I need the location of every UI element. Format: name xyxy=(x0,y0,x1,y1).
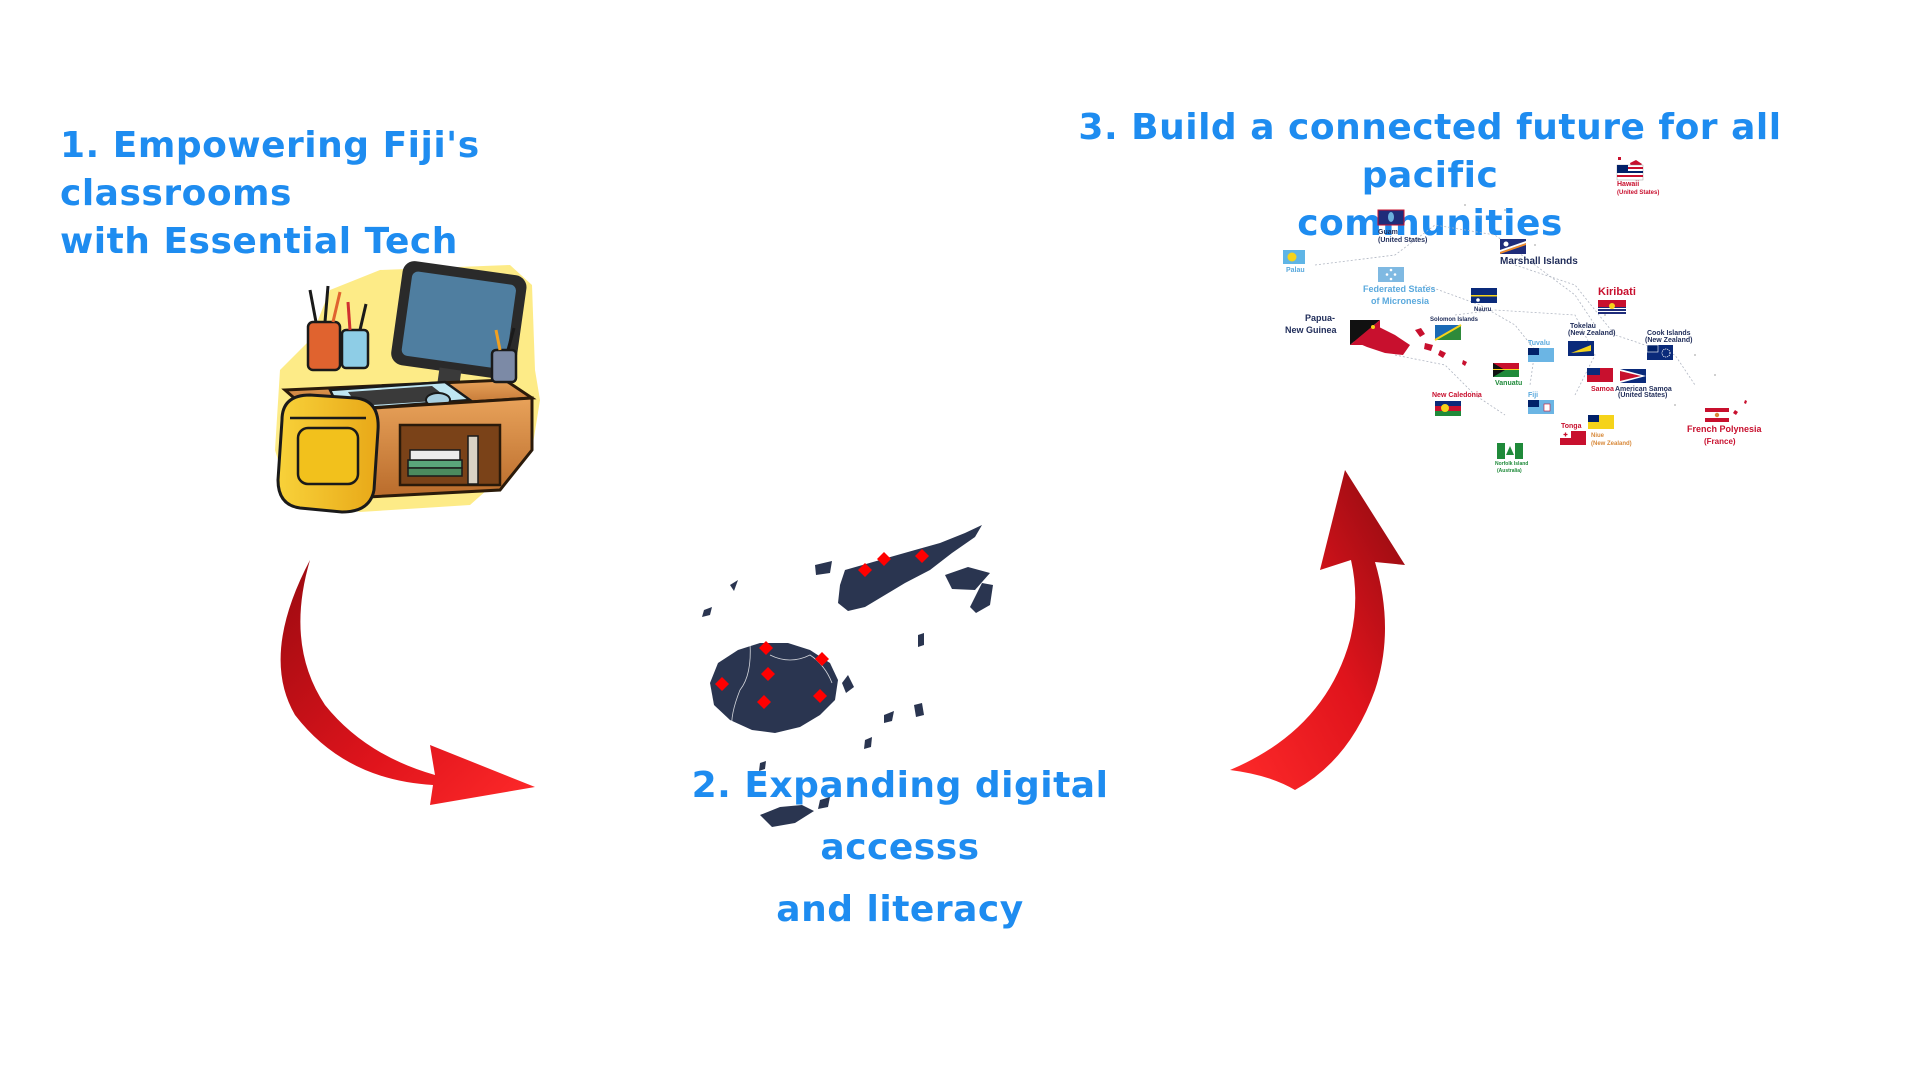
tokelau-label-1: Tokelau xyxy=(1570,323,1596,330)
palau-label: Palau xyxy=(1286,267,1305,274)
micronesia-label-1: Federated States xyxy=(1363,284,1436,294)
location-marker xyxy=(715,677,729,691)
tonga-label: Tonga xyxy=(1561,423,1582,430)
micronesia-flag xyxy=(1378,267,1404,282)
norfolk-flag xyxy=(1497,443,1523,459)
vanuatu-flag xyxy=(1493,363,1519,377)
tonga-flag xyxy=(1560,431,1586,445)
fiji-map xyxy=(702,525,993,827)
nauru-label: Nauru xyxy=(1474,307,1492,313)
tokelau-label-2: (New Zealand) xyxy=(1568,330,1615,337)
american-samoa-label-2: (United States) xyxy=(1618,392,1667,399)
location-marker xyxy=(761,667,775,681)
vanuatu-label: Vanuatu xyxy=(1495,380,1522,387)
guam-sublabel: (United States) xyxy=(1378,237,1427,244)
kiribati-label: Kiribati xyxy=(1598,286,1636,298)
location-marker xyxy=(915,549,929,563)
cook-flag xyxy=(1646,344,1673,360)
solomon-flag xyxy=(1434,324,1462,341)
step-2-title: 2. Expanding digital accesss and literac… xyxy=(630,755,1170,941)
american-samoa-flag xyxy=(1620,369,1646,383)
pacific-map: Hawaii (United States) Guam (United Stat… xyxy=(1283,157,1763,474)
fiji-flag xyxy=(1528,400,1554,414)
location-marker xyxy=(858,563,872,577)
location-marker xyxy=(757,695,771,709)
samoa-label: Samoa xyxy=(1591,386,1614,393)
png-label-2: New Guinea xyxy=(1285,325,1338,335)
marshall-label: Marshall Islands xyxy=(1500,256,1578,267)
step-2-line-1: 2. Expanding digital accesss xyxy=(691,765,1109,868)
arrow-step1-to-step2 xyxy=(280,560,535,805)
norfolk-label-1: Norfolk Island xyxy=(1495,461,1528,467)
step-1-line-2: with Essential Tech xyxy=(60,221,458,262)
vanua-levu-island xyxy=(838,525,982,611)
solomon-label: Solomon Islands xyxy=(1430,317,1479,323)
step-2-line-2: and literacy xyxy=(776,889,1024,930)
new-caledonia-label: New Caledonia xyxy=(1432,392,1482,399)
french-polynesia-label-1: French Polynesia xyxy=(1687,424,1763,434)
niue-label-2: (New Zealand) xyxy=(1591,441,1632,447)
hawaii-label: Hawaii xyxy=(1617,181,1639,188)
step-3-line-2: communities xyxy=(1297,203,1563,244)
hawaii-flag xyxy=(1616,164,1644,181)
location-marker xyxy=(877,552,891,566)
step-3-title: 3. Build a connected future for all paci… xyxy=(1030,104,1830,248)
step-1-title: 1. Empowering Fiji's classrooms with Ess… xyxy=(60,122,700,266)
tuvalu-label: Tuvalu xyxy=(1528,340,1550,347)
new-caledonia-flag xyxy=(1435,401,1461,416)
classroom-computer-illustration xyxy=(275,261,540,514)
american-samoa-label-1: American Samoa xyxy=(1615,386,1672,393)
niue-label-1: Niue xyxy=(1591,433,1605,439)
fiji-label: Fiji xyxy=(1528,392,1538,399)
norfolk-label-2: (Australia) xyxy=(1497,468,1522,474)
location-marker xyxy=(813,689,827,703)
step-1-line-1: 1. Empowering Fiji's classrooms xyxy=(60,125,480,214)
png-label-1: Papua- xyxy=(1305,313,1335,323)
viti-levu-island xyxy=(710,643,838,733)
hawaii-sublabel: (United States) xyxy=(1617,190,1659,196)
png-flag xyxy=(1350,320,1380,345)
kiribati-flag xyxy=(1598,300,1626,314)
step-3-line-1: 3. Build a connected future for all paci… xyxy=(1078,107,1782,196)
location-marker xyxy=(815,652,829,666)
tokelau-flag xyxy=(1568,341,1594,356)
cook-label-1: Cook Islands xyxy=(1647,330,1691,337)
french-polynesia-label-2: (France) xyxy=(1704,437,1736,446)
samoa-flag xyxy=(1587,368,1613,382)
arrow-step2-to-step3 xyxy=(1230,470,1405,790)
micronesia-label-2: of Micronesia xyxy=(1371,296,1430,306)
french-polynesia-flag xyxy=(1705,408,1729,422)
location-marker xyxy=(759,641,773,655)
guam-label: Guam xyxy=(1378,229,1398,236)
cook-label-2: (New Zealand) xyxy=(1645,337,1692,344)
niue-flag xyxy=(1588,415,1614,429)
